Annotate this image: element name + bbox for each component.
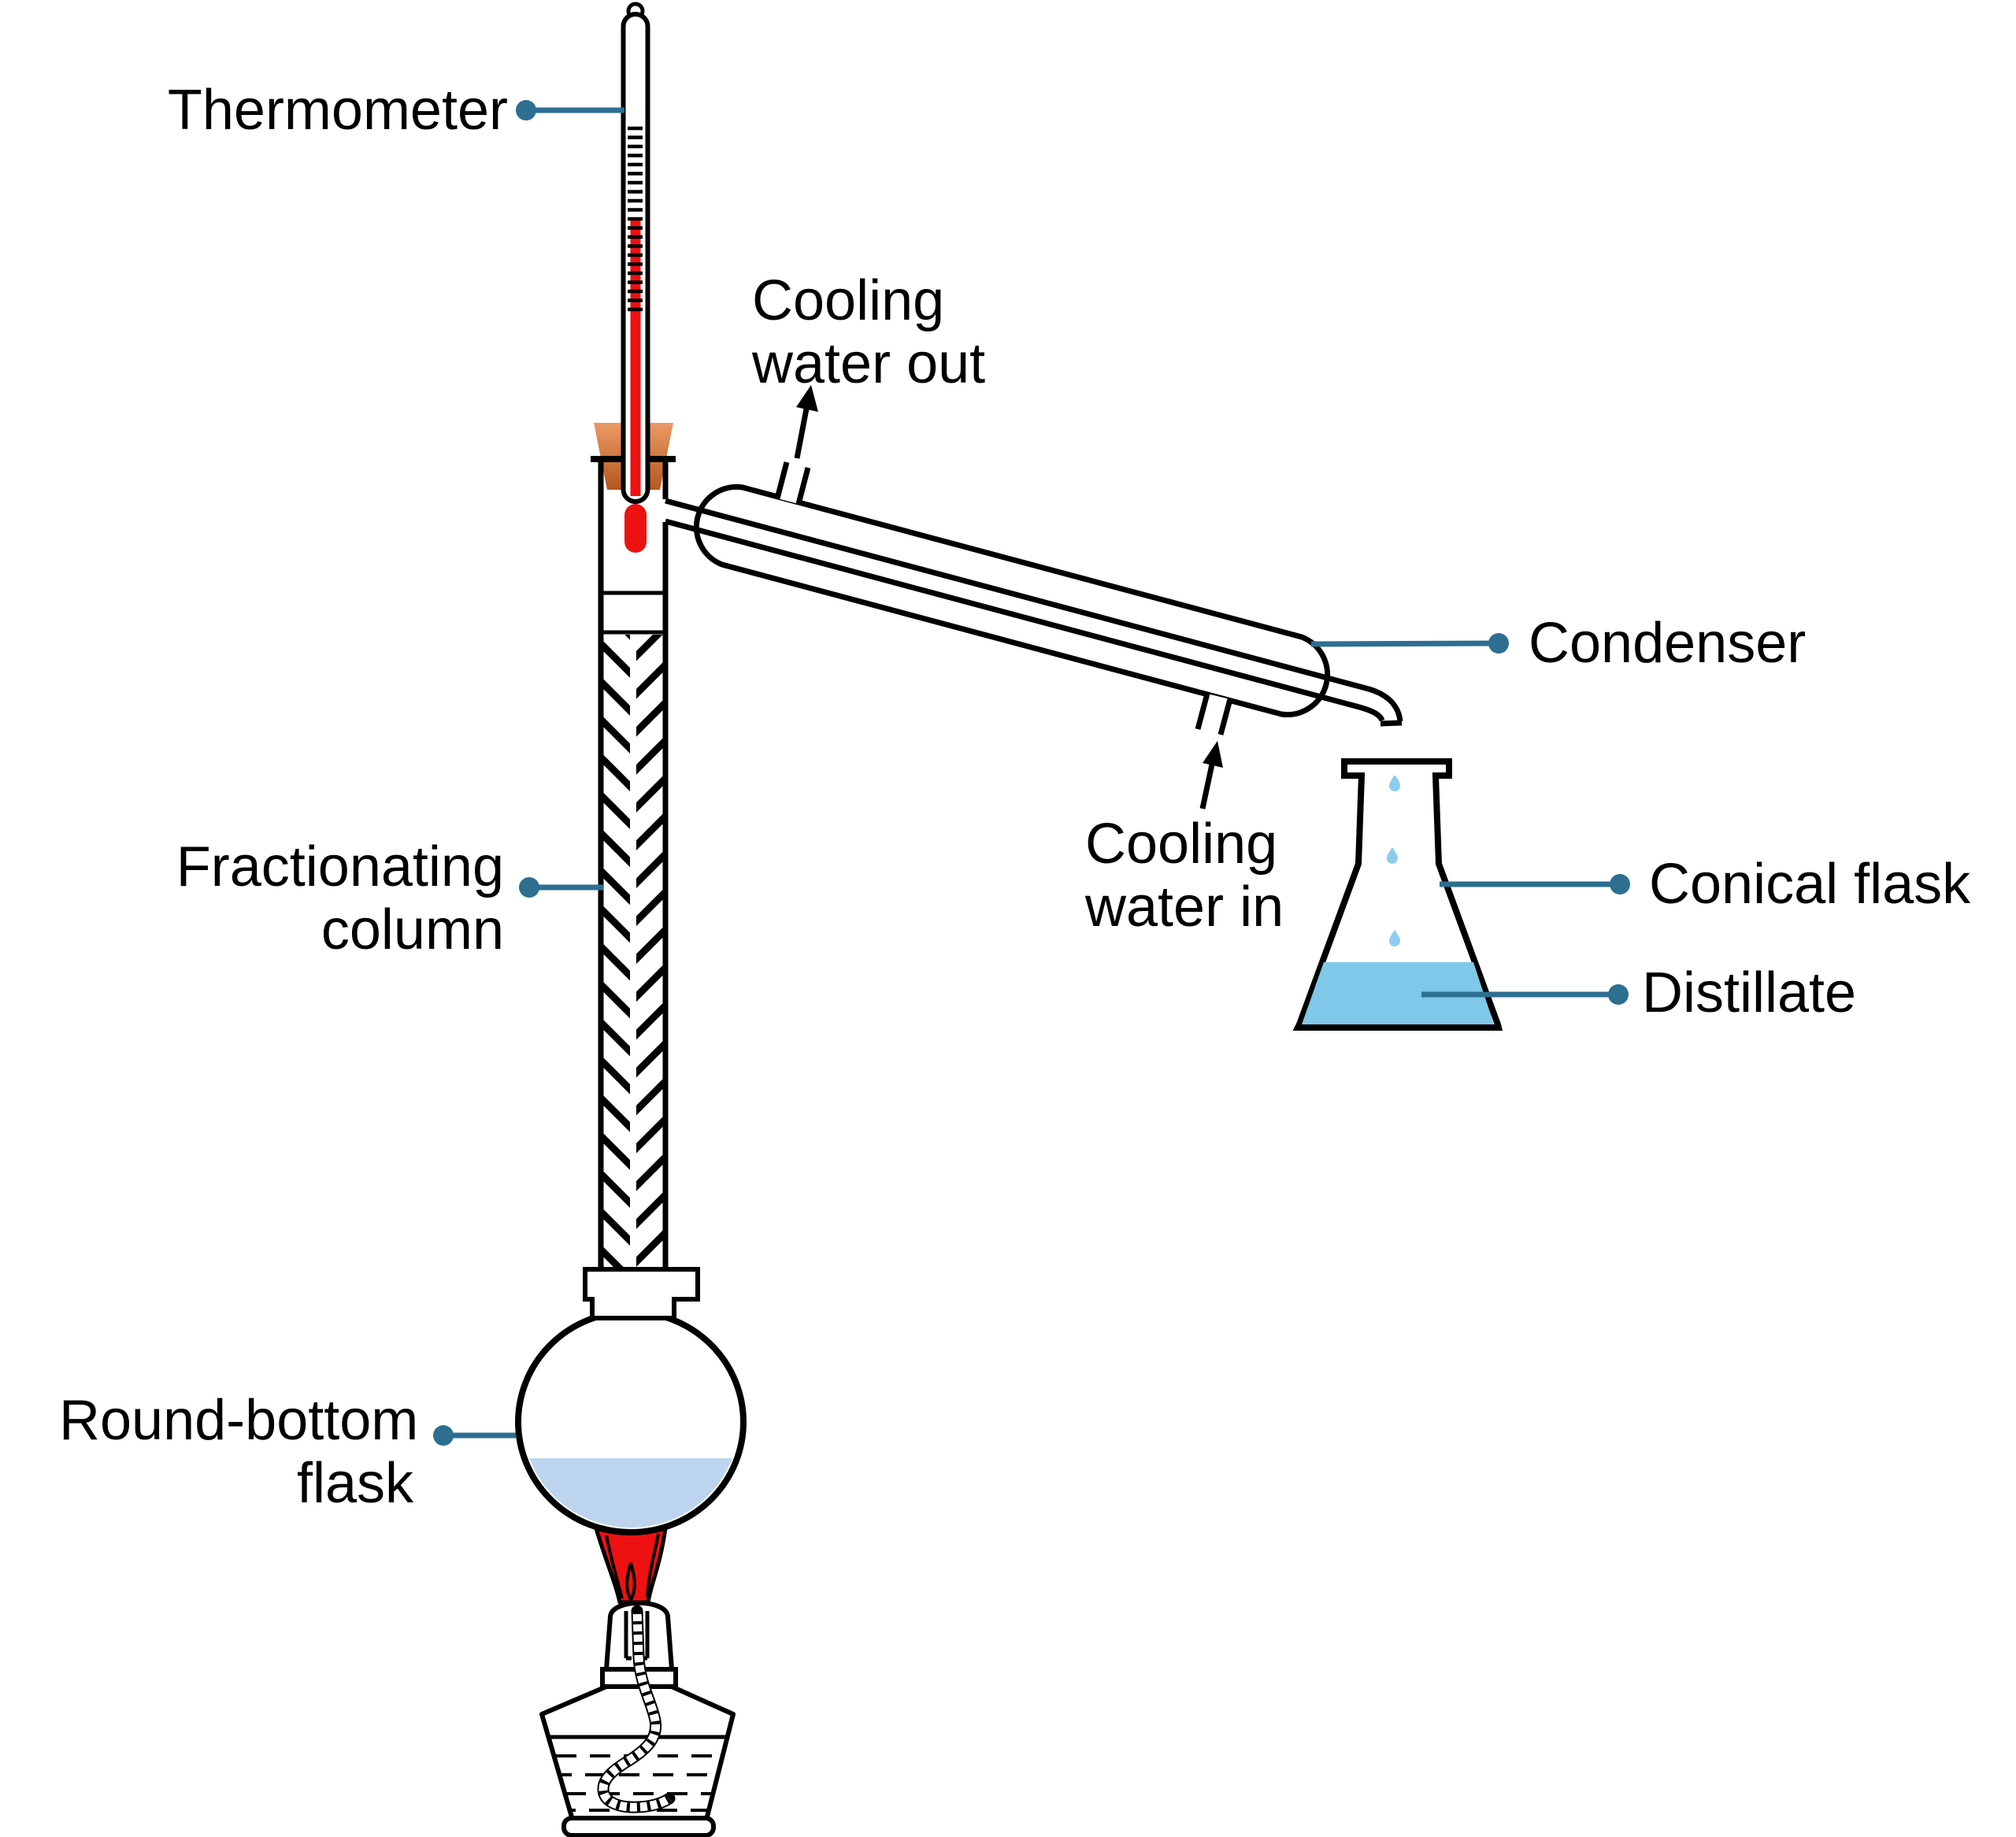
cooling-water-in-arrow <box>1199 741 1223 809</box>
condenser-spout <box>1367 686 1403 722</box>
burner-flame <box>594 1526 668 1605</box>
condenser <box>665 461 1403 735</box>
conical-flask-leader-dot <box>1610 874 1630 894</box>
fractionating-column-leader-dot <box>519 877 539 898</box>
leader-lines <box>433 100 1630 1446</box>
spirit-lamp <box>539 1600 736 1837</box>
condenser-leader-dot <box>1488 633 1509 654</box>
round-bottom-flask-leader-dot <box>433 1425 454 1446</box>
label-distillate: Distillate <box>1642 961 1857 1024</box>
label-thermometer: Thermometer <box>167 79 508 142</box>
cooling-water-in-port <box>1195 693 1233 735</box>
label-cooling-water-in: Cooling water in <box>1085 813 1284 939</box>
thermometer-leader-dot <box>516 100 536 120</box>
label-fractionating-column: Fractionating column <box>176 835 504 961</box>
label-conical-flask: Conical flask <box>1649 853 1971 916</box>
label-round-bottom-flask: Round-bottom flask <box>59 1389 419 1515</box>
thermometer-bulb <box>624 504 647 553</box>
droplet-3 <box>1389 930 1400 946</box>
column-packing-left <box>603 635 630 1269</box>
condenser-inner-tube <box>665 498 1403 727</box>
lamp-foot <box>561 1816 716 1837</box>
condenser-leader <box>1310 640 1499 647</box>
conical-flask <box>1292 758 1503 1031</box>
cooling-water-out-port <box>774 461 811 505</box>
thermometer <box>621 2 650 553</box>
label-condenser: Condenser <box>1529 612 1807 675</box>
distillate-leader-dot <box>1608 984 1629 1005</box>
thermometer-scale <box>628 126 643 312</box>
label-cooling-water-out: Cooling water out <box>752 269 986 395</box>
column-joint-collar <box>583 1267 700 1320</box>
droplet-2 <box>1387 847 1398 864</box>
condenser-jacket <box>693 483 1331 718</box>
distillate-liquid <box>1302 962 1494 1024</box>
cooling-water-out-arrow <box>794 385 818 459</box>
round-bottom-flask <box>515 1267 747 1535</box>
lamp-wick <box>597 1605 676 1813</box>
droplet-1 <box>1389 775 1400 791</box>
fractionating-column <box>591 456 676 1274</box>
column-packing-right <box>636 635 663 1269</box>
